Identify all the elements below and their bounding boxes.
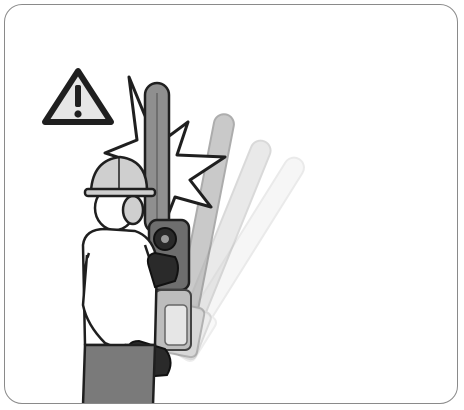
illustration-frame <box>4 4 458 404</box>
chainsaw-bar <box>145 83 169 233</box>
kickback-illustration <box>5 5 458 404</box>
warning-triangle-icon <box>45 71 111 122</box>
